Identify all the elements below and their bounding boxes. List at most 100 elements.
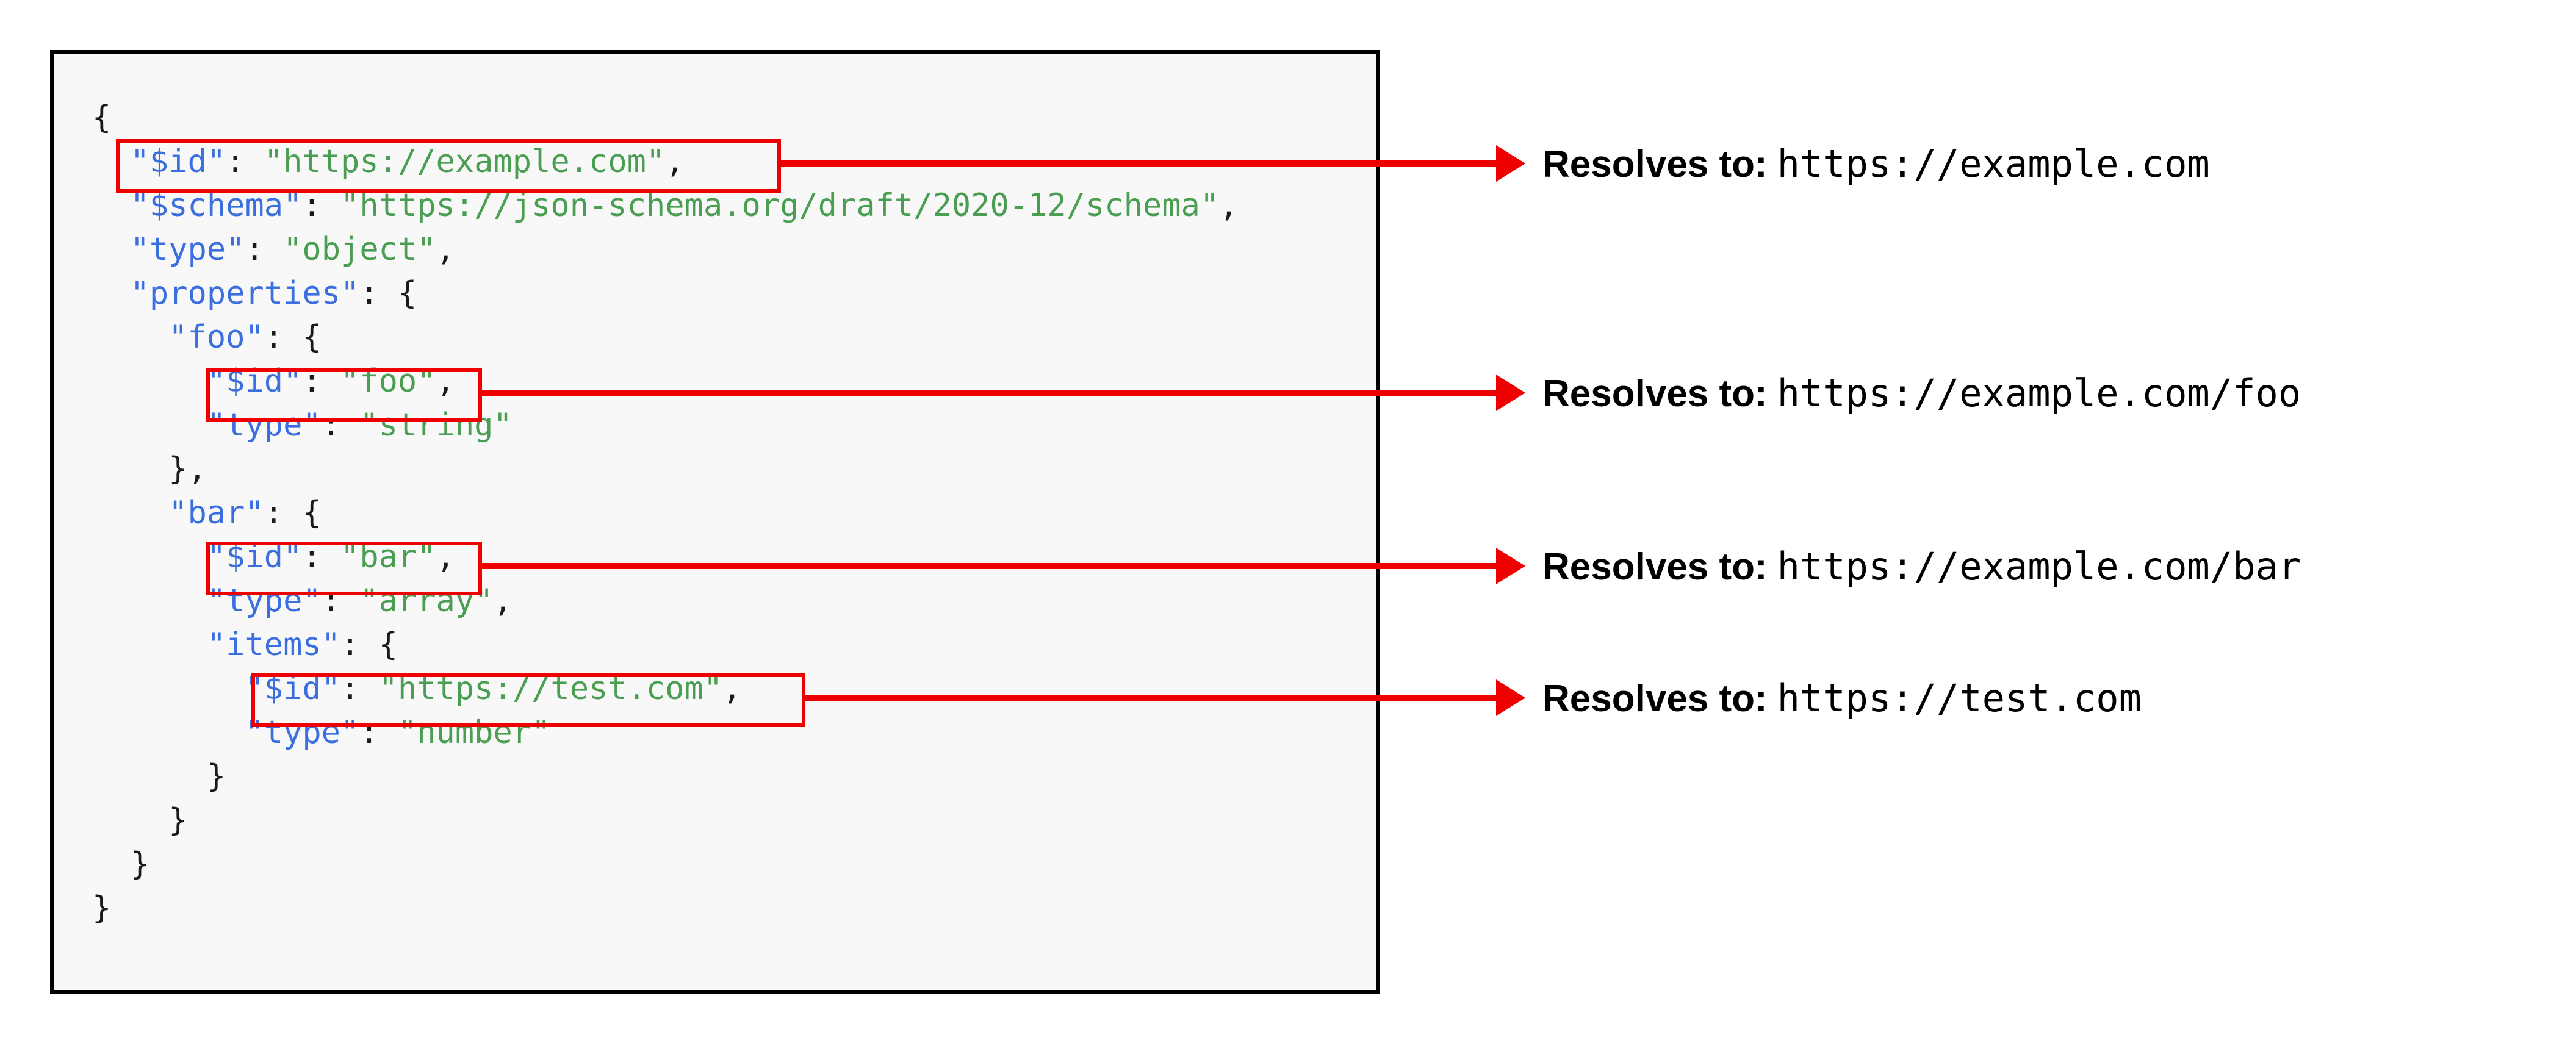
json-punctuation: : { [340, 626, 398, 663]
code-indent [92, 143, 131, 180]
json-schema-code-block: { "$id": "https://example.com", "$schema… [92, 96, 1238, 930]
resolve-items: Resolves to:https://test.com [1542, 676, 2142, 720]
code-indent [92, 495, 168, 531]
json-punctuation: } [130, 846, 149, 883]
code-indent [92, 714, 245, 751]
code-line: "$schema": "https://json-schema.org/draf… [92, 184, 1239, 228]
arrow-root-line [781, 160, 1496, 167]
code-indent [92, 187, 131, 224]
json-punctuation: : [226, 143, 264, 180]
resolves-to-label: Resolves to: [1542, 678, 1768, 720]
json-key: "$id" [206, 363, 303, 400]
json-punctuation: : [321, 582, 360, 619]
json-key: "$id" [130, 143, 226, 180]
code-indent [92, 363, 207, 400]
code-line: "type": "string" [92, 403, 1238, 447]
code-line: "bar": { [92, 491, 1238, 535]
code-indent [92, 275, 131, 312]
arrow-bar-line [482, 563, 1496, 569]
json-punctuation: } [206, 758, 226, 795]
code-line: }, [92, 447, 1238, 491]
json-string-value: "bar" [340, 539, 436, 575]
arrow-bar-head [1496, 548, 1525, 584]
json-punctuation: : [302, 539, 341, 575]
json-punctuation: } [92, 890, 112, 927]
json-string-value: "object" [283, 231, 436, 268]
code-line: "$id": "foo", [92, 359, 1238, 403]
json-punctuation: , [436, 363, 455, 400]
json-punctuation: : [359, 714, 398, 751]
code-indent [92, 319, 168, 356]
code-indent [92, 231, 131, 268]
code-indent [92, 758, 207, 795]
json-punctuation: : { [359, 275, 417, 312]
json-punctuation: , [436, 539, 455, 575]
json-punctuation: , [493, 582, 513, 619]
json-key: "type" [206, 407, 322, 443]
code-line: "type": "number" [92, 711, 1238, 754]
json-key: "type" [245, 714, 360, 751]
json-schema-code-panel: { "$id": "https://example.com", "$schema… [50, 50, 1380, 994]
code-line: "type": "object", [92, 228, 1238, 271]
json-key: "type" [130, 231, 245, 268]
json-key: "properties" [130, 275, 360, 312]
json-string-value: "array" [359, 582, 494, 619]
json-punctuation: } [168, 802, 188, 839]
json-key: "type" [206, 582, 322, 619]
json-punctuation: : { [264, 495, 322, 531]
json-string-value: "string" [359, 407, 513, 443]
resolve-bar: Resolves to:https://example.com/bar [1542, 544, 2301, 589]
json-key: "items" [206, 626, 340, 663]
code-line: } [92, 798, 1238, 842]
arrow-foo-head [1496, 375, 1525, 411]
code-line: "$id": "https://example.com", [92, 140, 1238, 184]
json-punctuation: }, [168, 451, 207, 487]
arrow-foo-line [482, 390, 1496, 396]
resolved-uri-value: https://example.com/bar [1777, 544, 2301, 589]
json-key: "$id" [206, 539, 303, 575]
json-punctuation: { [92, 99, 112, 136]
resolves-to-label: Resolves to: [1542, 373, 1768, 415]
code-indent [92, 670, 245, 707]
json-string-value: "https://test.com" [378, 670, 723, 707]
resolves-to-label: Resolves to: [1542, 143, 1768, 185]
resolve-root: Resolves to:https://example.com [1542, 142, 2210, 186]
code-line: "type": "array", [92, 579, 1238, 623]
json-punctuation: , [1219, 187, 1239, 224]
json-punctuation: : { [264, 319, 322, 356]
json-string-value: "https://json-schema.org/draft/2020-12/s… [340, 187, 1220, 224]
code-line: "$id": "bar", [92, 535, 1238, 579]
resolved-uri-value: https://example.com/foo [1777, 371, 2301, 415]
json-string-value: "number" [397, 714, 551, 751]
json-punctuation: : [321, 407, 360, 443]
arrow-items-line [805, 695, 1496, 701]
arrow-items-head [1496, 679, 1525, 716]
code-line: } [92, 886, 1238, 930]
resolved-uri-value: https://test.com [1777, 676, 2142, 720]
json-punctuation: , [665, 143, 685, 180]
code-indent [92, 626, 207, 663]
code-line: } [92, 842, 1238, 886]
code-line: } [92, 754, 1238, 798]
code-line: "items": { [92, 623, 1238, 667]
code-line: { [92, 96, 1238, 140]
code-indent [92, 802, 168, 839]
json-key: "$id" [245, 670, 340, 707]
json-punctuation: , [436, 231, 455, 268]
json-punctuation: : [245, 231, 284, 268]
code-indent [92, 407, 207, 443]
code-indent [92, 451, 168, 487]
resolved-uri-value: https://example.com [1777, 142, 2210, 186]
code-indent [92, 539, 207, 575]
code-line: "foo": { [92, 315, 1238, 359]
code-indent [92, 846, 131, 883]
code-line: "$id": "https://test.com", [92, 667, 1238, 711]
json-punctuation: , [722, 670, 742, 707]
resolve-foo: Resolves to:https://example.com/foo [1542, 371, 2301, 415]
json-key: "$schema" [130, 187, 303, 224]
json-punctuation: : [302, 187, 341, 224]
json-punctuation: : [340, 670, 379, 707]
json-string-value: "https://example.com" [264, 143, 666, 180]
json-key: "bar" [168, 495, 264, 531]
json-string-value: "foo" [340, 363, 436, 400]
